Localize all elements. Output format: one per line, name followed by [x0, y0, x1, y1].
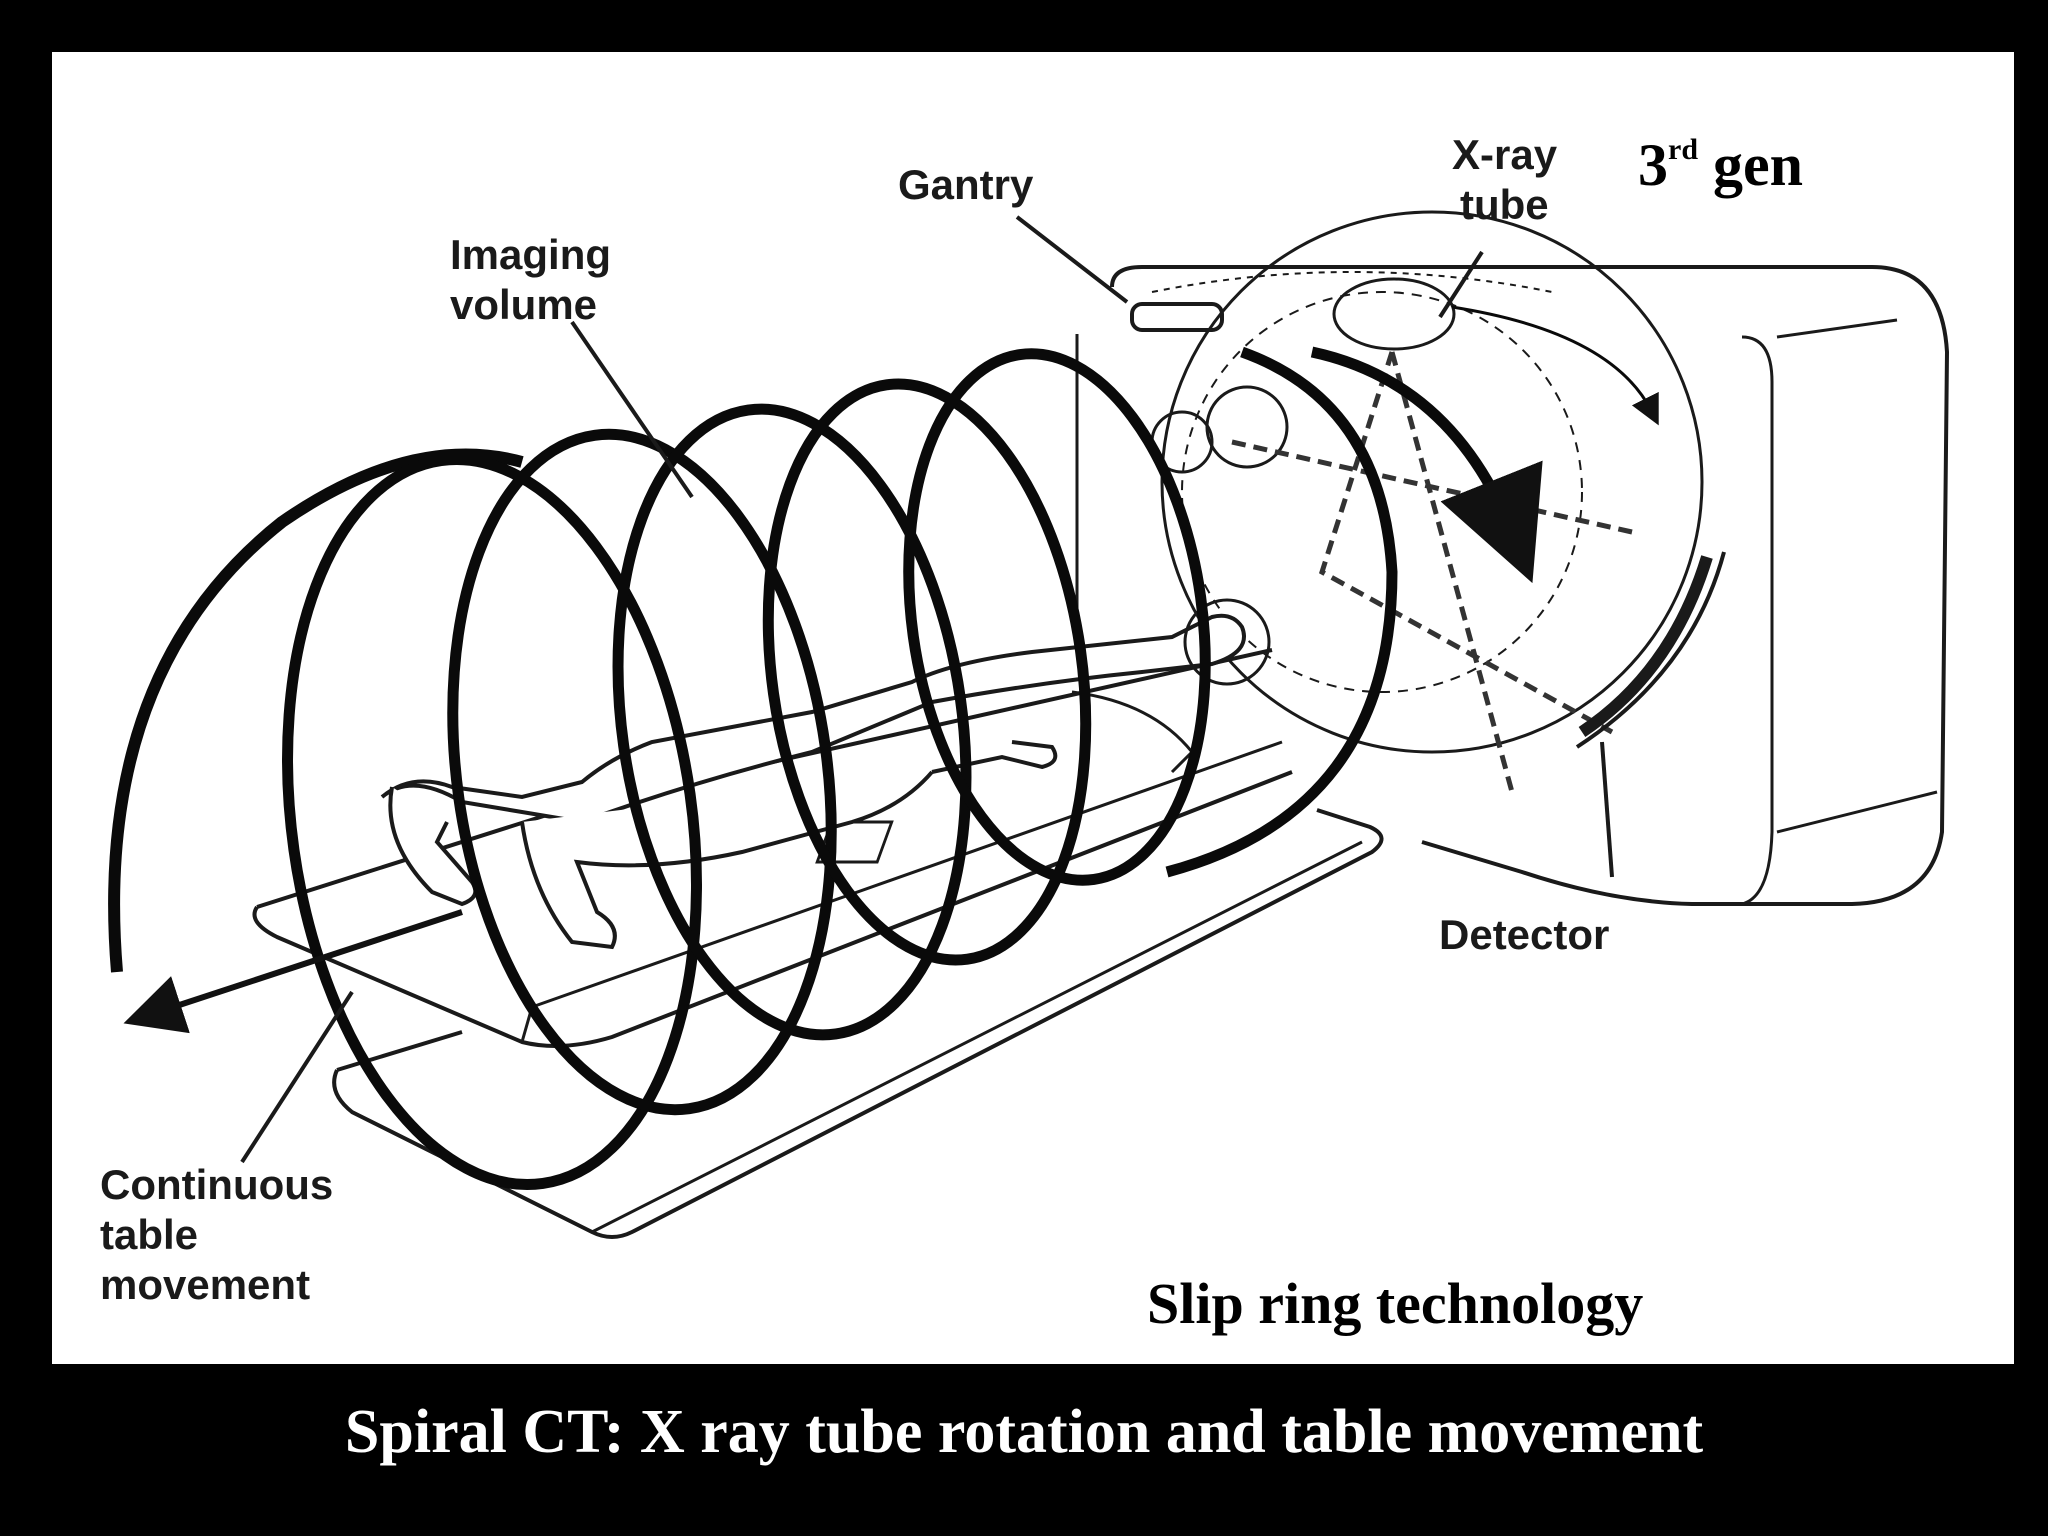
- table-movement-label-line-2: table: [100, 1211, 199, 1258]
- table-movement-label-line-3: movement: [100, 1261, 311, 1308]
- generation-number: 3: [1638, 132, 1668, 198]
- detector-label-text: Detector: [1439, 911, 1610, 958]
- imaging-volume-label-line-2: volume: [450, 281, 598, 328]
- gantry-housing: [1075, 210, 1950, 906]
- xray-tube-label-line-1: X-ray: [1452, 131, 1558, 178]
- spiral-ct-diagram: [108, 210, 1950, 1239]
- slide-caption: Spiral CT: X ray tube rotation and table…: [344, 1398, 1704, 1466]
- xray-tube-label-line-2: tube: [1460, 181, 1549, 228]
- slip-ring-label: Slip ring technology: [1147, 1271, 1644, 1336]
- gantry-label-text: Gantry: [898, 161, 1034, 208]
- imaging-volume-label-line-1: Imaging: [450, 231, 612, 278]
- gantry-label: Gantry: [898, 160, 1033, 210]
- spiral-rings: [108, 305, 1659, 1191]
- table-base: [332, 808, 1384, 1239]
- table-movement-label-line-1: Continuous: [100, 1161, 334, 1208]
- diagram-panel: Gantry X-ray tube Imaging volume Detecto…: [52, 52, 2014, 1364]
- detector-arc: [1575, 551, 1726, 749]
- xray-tube-label: X-ray tube: [1452, 130, 1557, 230]
- generation-word: gen: [1713, 132, 1803, 198]
- gantry-port: [1130, 302, 1224, 332]
- table-movement-label: Continuous table movement: [100, 1160, 333, 1310]
- detector-label: Detector: [1439, 910, 1609, 960]
- table-movement-arrow: [123, 909, 463, 1034]
- generation-suffix: rd: [1668, 133, 1698, 166]
- xray-tube-shape: [1150, 277, 1456, 474]
- imaging-volume-label: Imaging volume: [450, 230, 611, 330]
- generation-label: 3rd gen: [1638, 130, 1803, 200]
- leader-lines: [240, 215, 1614, 1164]
